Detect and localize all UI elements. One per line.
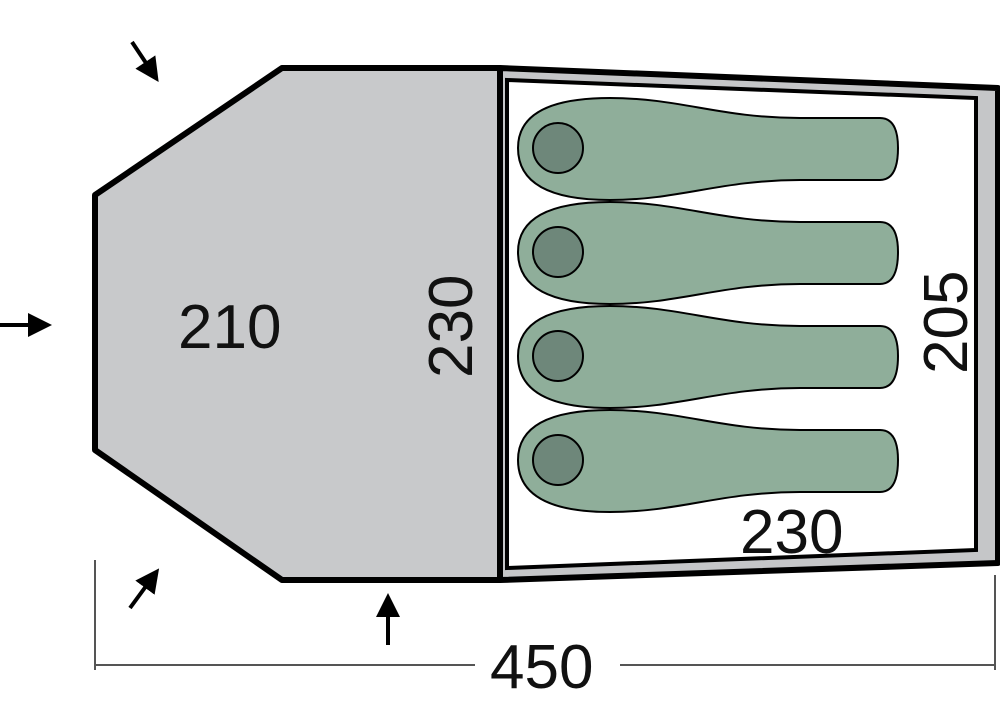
sleeper-head bbox=[532, 226, 584, 278]
inner-length-side-label: 230 bbox=[417, 275, 486, 378]
sleeper-head bbox=[532, 122, 584, 174]
sleeping-bags bbox=[516, 96, 900, 514]
sleeper-head bbox=[532, 434, 584, 486]
vestibule-width-label: 210 bbox=[178, 293, 281, 362]
sleeping-bag bbox=[516, 96, 900, 202]
inner-width-label: 205 bbox=[912, 271, 981, 374]
entrance-arrow-icon bbox=[128, 568, 160, 610]
sleeping-bag bbox=[516, 304, 900, 410]
total-length-label: 450 bbox=[490, 633, 593, 702]
total-length-dimension-line bbox=[94, 560, 996, 670]
sleeping-bag bbox=[516, 200, 900, 306]
sleeper-head bbox=[532, 330, 584, 382]
sleeping-bag bbox=[516, 408, 900, 514]
inner-length-bottom-label: 230 bbox=[740, 498, 843, 567]
entrance-arrow-icon bbox=[130, 40, 159, 82]
